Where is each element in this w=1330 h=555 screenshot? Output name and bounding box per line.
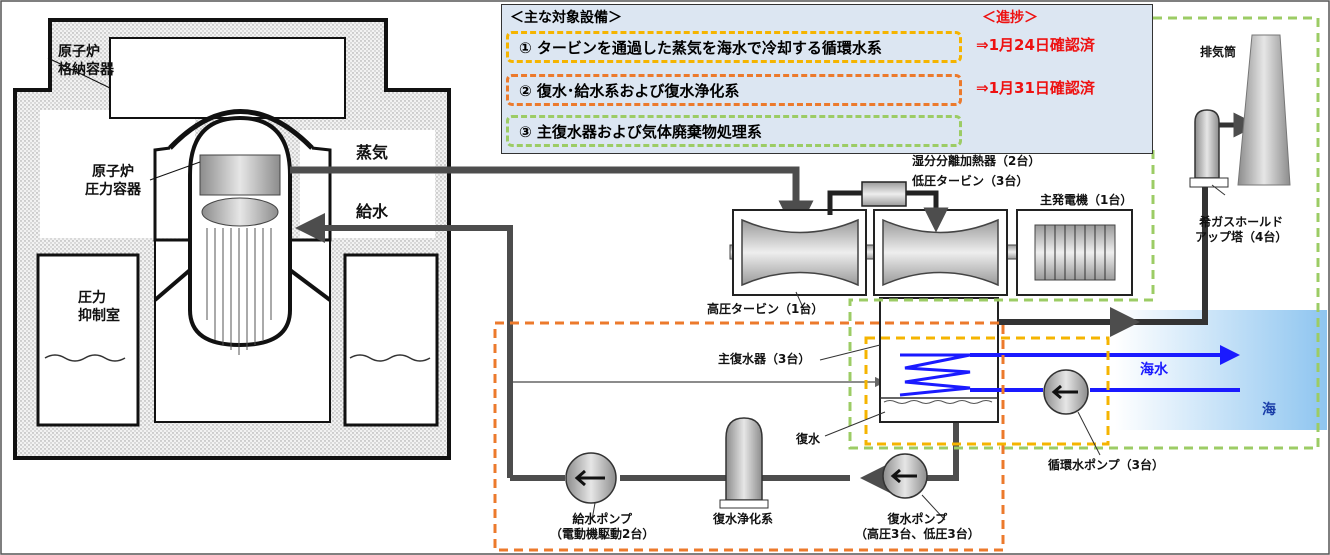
reactor-building (13, 18, 451, 460)
main-condenser (879, 297, 999, 423)
label-exhaust-stack: 排気筒 (1200, 45, 1237, 59)
label-moisture-separator: 湿分分離加熱器（2台） (912, 154, 1041, 168)
holdup-tower (1194, 109, 1220, 179)
sea-area (1115, 310, 1327, 430)
legend-result-2: ⇒1月31日確認済 (976, 79, 1095, 97)
label-condensate: 復水 (796, 432, 821, 446)
boundary-system-1 (864, 336, 1110, 446)
offgas-pipe (998, 150, 1208, 325)
label-circ-water-pump: 循環水ポンプ（3台） (1048, 458, 1164, 472)
legend-row-3: ③ 主復水器および気体廃棄物処理系 (506, 115, 962, 147)
label-hp-turbine: 高圧タービン（1台） (707, 302, 824, 316)
label-condensate-pump: 復水ポンプ （高圧3台、低圧3台） (855, 512, 980, 541)
legend-box: ＜主な対象設備＞ ＜進捗＞ ① タービンを通過した蒸気を海水で冷却する循環水系 … (501, 4, 1153, 154)
label-containment: 原子炉 格納容器 (58, 44, 114, 78)
pressure-vessel (188, 115, 292, 348)
legend-title: ＜主な対象設備＞ (510, 10, 622, 26)
legend-result-1: ⇒1月24日確認済 (976, 36, 1095, 54)
label-pressure-vessel: 原子炉 圧力容器 (85, 164, 141, 198)
label-holdup-tower: 希ガスホールド アップ塔（4台） (1195, 215, 1288, 244)
label-feedwater-pump: 給水ポンプ （電動機駆動2台） (550, 512, 655, 541)
condensate-pump (882, 453, 928, 499)
circ-water-pump (1043, 369, 1089, 415)
legend-row-1: ① タービンを通過した蒸気を海水で冷却する循環水系 (506, 31, 962, 63)
boundary-system-3 (1000, 16, 1320, 450)
label-sea: 海 (1262, 402, 1276, 418)
exhaust-stack (1237, 34, 1291, 186)
label-condensate-purification: 復水浄化系 (713, 512, 774, 526)
moisture-separator (861, 181, 907, 207)
label-suppression-chamber: 圧力 抑制室 (78, 290, 120, 324)
feedwater-pipe (295, 213, 513, 478)
boundary-system-2 (493, 321, 1005, 552)
label-lp-turbine: 低圧タービン（3台） (912, 174, 1029, 188)
steam-pipe (290, 166, 814, 236)
label-steam: 蒸気 (356, 143, 389, 162)
suppression-chamber-right (343, 253, 439, 427)
label-feedwater: 給水 (356, 202, 389, 221)
condensate-purification-vessel (719, 417, 769, 509)
refuel-floor (109, 37, 346, 119)
legend-row-2: ② 復水･給水系および復水浄化系 (506, 74, 962, 106)
label-main-condenser: 主復水器（3台） (718, 352, 811, 366)
progress-title: ＜進捗＞ (982, 10, 1038, 26)
suppression-chamber-left (36, 253, 140, 427)
label-seawater: 海水 (1140, 362, 1168, 378)
turbine-hall (729, 181, 1133, 296)
label-generator: 主発電機（1台） (1040, 193, 1133, 207)
feedwater-pump (565, 452, 617, 504)
